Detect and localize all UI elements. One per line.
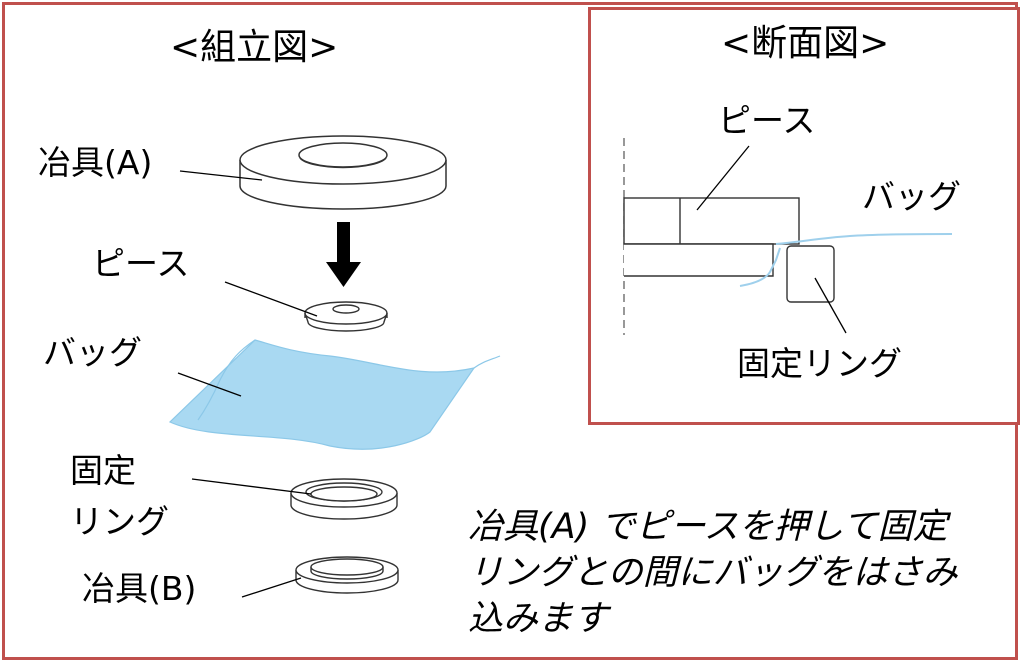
piece-shape — [304, 301, 388, 332]
label-piece: ピース — [92, 244, 190, 283]
leader-section-ring — [814, 277, 847, 334]
section-bag-line — [739, 233, 953, 287]
down-arrow-icon — [326, 222, 361, 287]
section-label-fixed-ring: 固定リング — [737, 344, 902, 383]
leader-section-piece — [696, 145, 750, 211]
section-title: <断面図> — [721, 23, 890, 64]
assembly-title: <組立図> — [170, 27, 339, 68]
section-label-piece: ピース — [718, 101, 816, 140]
caption: 冶具(A) でピースを押して固定 リングとの間にバッグをはさみ 込みます — [468, 504, 958, 642]
label-fixed-ring-line2: リング — [70, 502, 169, 541]
caption-line-1: 冶具(A) でピースを押して固定 — [468, 507, 948, 547]
fixed-ring-shape — [290, 478, 398, 520]
label-fixed-ring-line1: 固定 — [70, 451, 136, 490]
section-lower-block — [624, 243, 774, 277]
section-jig-rect — [623, 197, 800, 245]
jig-a-shape — [239, 135, 447, 210]
caption-line-3: 込みます — [468, 599, 609, 639]
label-jig-a: 冶具(A) — [38, 143, 153, 182]
caption-line-2: リングとの間にバッグをはさみ — [468, 553, 958, 593]
leader-lines — [177, 170, 318, 598]
label-jig-b: 冶具(B) — [82, 569, 197, 608]
section-label-bag: バッグ — [862, 177, 961, 216]
label-bag: バッグ — [43, 333, 142, 372]
section-fixed-ring-rect — [786, 245, 835, 303]
bag-shape — [168, 339, 501, 450]
jig-b-shape — [295, 556, 399, 594]
